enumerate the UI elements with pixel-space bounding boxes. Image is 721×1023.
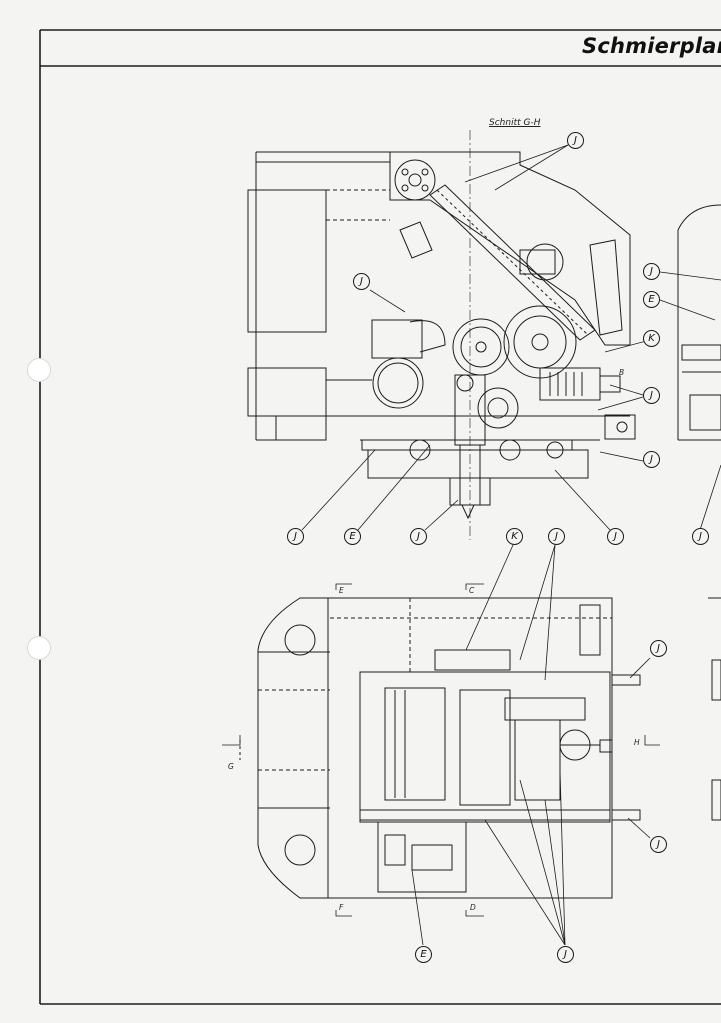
section-marker-c: C xyxy=(469,586,475,595)
lube-point-callout: J xyxy=(607,528,624,545)
lube-point-callout: J xyxy=(650,836,667,853)
plan-view xyxy=(222,583,721,917)
lube-point-callout: J xyxy=(287,528,304,545)
section-marker-e: E xyxy=(339,586,344,595)
lube-point-callout: K xyxy=(643,330,660,347)
lube-point-callout: J xyxy=(650,640,667,657)
lube-point-callout: E xyxy=(344,528,361,545)
lube-point-callout: E xyxy=(415,946,432,963)
section-marker-g: G xyxy=(228,762,234,771)
section-marker-h: H xyxy=(634,738,640,747)
leader-lines-plan xyxy=(411,544,651,946)
lube-point-callout: J xyxy=(410,528,427,545)
lube-point-callout: J xyxy=(692,528,709,545)
section-marker-b: B xyxy=(619,368,625,377)
section-label: Schnitt G-H xyxy=(489,118,541,128)
drawing-title: Schmierplan xyxy=(582,34,721,58)
section-marker-f: F xyxy=(339,903,344,912)
lube-point-callout: J xyxy=(643,263,660,280)
section-marker-d: D xyxy=(470,903,476,912)
punch-hole-bottom xyxy=(27,636,51,660)
lube-point-callout: J xyxy=(567,132,584,149)
lube-point-callout: J xyxy=(643,387,660,404)
lube-point-callout: J xyxy=(557,946,574,963)
lube-point-callout: J xyxy=(643,451,660,468)
punch-hole-top xyxy=(27,358,51,382)
lube-point-callout: J xyxy=(548,528,565,545)
lube-point-callout: E xyxy=(643,291,660,308)
lube-point-callout: K xyxy=(506,528,523,545)
lube-point-callout: J xyxy=(353,273,370,290)
drawing-frame xyxy=(39,29,721,1005)
leader-lines-top xyxy=(301,144,721,531)
